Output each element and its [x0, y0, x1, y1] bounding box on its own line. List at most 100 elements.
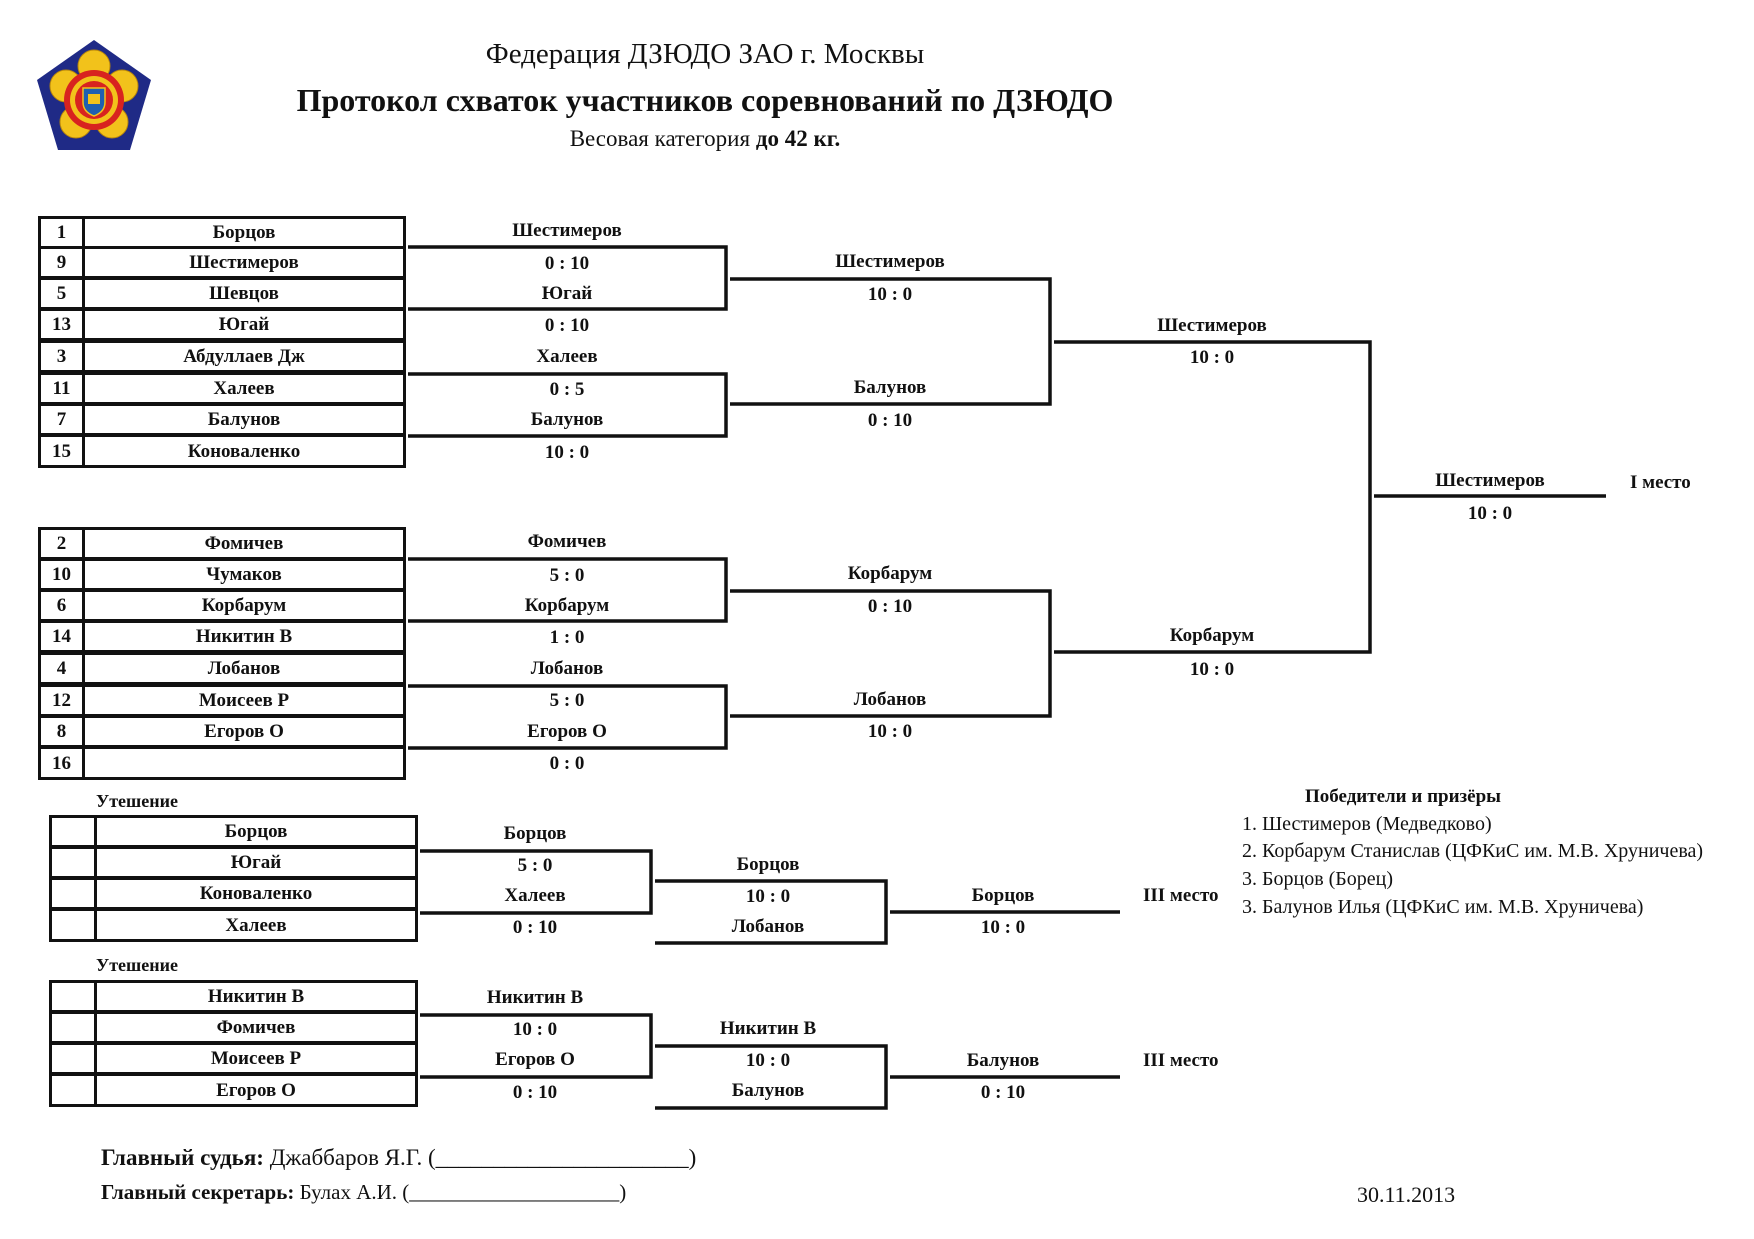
winner-entry: 2. Корбарум Станислав (ЦФКиС им. М.В. Хр…: [1242, 840, 1704, 862]
seed-cell: 14: [38, 620, 85, 653]
seed-cell: 11: [38, 372, 85, 405]
competitor-cell: Коноваленко: [82, 434, 406, 468]
seed-cell: 13: [38, 308, 85, 341]
match-winner: Фомичев: [527, 531, 607, 552]
competitor-cell: Югай: [82, 308, 406, 341]
winner-entry: 3. Борцов (Борец): [1242, 868, 1394, 890]
match-winner: Балунов: [853, 377, 927, 398]
match-winner: Егоров О: [527, 721, 607, 742]
competitor-cell: Лобанов: [82, 652, 406, 685]
match-score: 0 : 10: [512, 917, 558, 938]
seed-cell: 8: [38, 715, 85, 748]
competitor-cell: Корбарум: [82, 589, 406, 622]
seed-cell: 16: [38, 746, 85, 780]
match-winner: Егоров О: [495, 1049, 575, 1070]
seed-cell: 10: [38, 558, 85, 591]
match-winner: Шестимеров: [835, 251, 945, 272]
competitor-cell: Югай: [94, 846, 418, 879]
chief-judge: Главный судья: Джаббаров Я.Г. (_________…: [101, 1146, 696, 1169]
semifinal-score: 10 : 0: [1189, 659, 1235, 680]
seed-cell: 15: [38, 434, 85, 468]
match-score: 10 : 0: [745, 1050, 791, 1071]
consolation-label: Утешение: [96, 955, 178, 975]
semifinal-winner: Шестимеров: [1157, 315, 1267, 336]
seed-cell: 3: [38, 340, 85, 373]
seed-cell: 6: [38, 589, 85, 622]
match-score: 0 : 10: [867, 596, 913, 617]
seed-cell: 7: [38, 403, 85, 436]
match-winner: Корбарум: [847, 563, 933, 584]
champion-name: Шестимеров: [1435, 470, 1545, 491]
seed-cell: 1: [38, 216, 85, 249]
match-score: 10 : 0: [544, 442, 590, 463]
match-winner: Балунов: [530, 409, 604, 430]
competitor-cell: [82, 746, 406, 780]
final-score: 10 : 0: [1467, 503, 1513, 524]
third-place-label: III место: [1143, 885, 1219, 906]
seed-cell: 4: [38, 652, 85, 685]
weight-prefix: Весовая категория: [569, 126, 751, 151]
match-score: 5 : 0: [549, 690, 585, 711]
match-winner: Борцов: [736, 854, 800, 875]
blank-seed-cell: [49, 908, 97, 942]
page-title: Протокол схваток участников соревнований…: [296, 82, 1114, 118]
bronze-score: 10 : 0: [980, 917, 1026, 938]
competitor-cell: Шестимеров: [82, 246, 406, 279]
chief-secretary-value: Булах А.И. (____________________): [299, 1180, 627, 1204]
winners-title: Победители и призёры: [1304, 786, 1502, 807]
federation-title: Федерация ДЗЮДО ЗАО г. Москвы: [485, 38, 925, 70]
seed-cell: 9: [38, 246, 85, 279]
competitor-cell: Никитин В: [82, 620, 406, 653]
weight-category: Весовая категория до 42 кг.: [570, 127, 841, 150]
competitor-cell: Балунов: [82, 403, 406, 436]
protocol-date: 30.11.2013: [1357, 1182, 1456, 1207]
competitor-cell: Коноваленко: [94, 877, 418, 910]
match-score: 1 : 0: [549, 627, 585, 648]
competitor-cell: Борцов: [94, 815, 418, 848]
competitor-cell: Абдуллаев Дж: [82, 340, 406, 373]
match-score: 0 : 10: [544, 253, 590, 274]
third-place-label: III место: [1143, 1050, 1219, 1071]
first-place-label: I место: [1630, 472, 1691, 493]
match-winner: Балунов: [731, 1080, 805, 1101]
match-winner: Югай: [541, 283, 593, 304]
seed-cell: 12: [38, 684, 85, 717]
blank-seed-cell: [49, 846, 97, 879]
chief-secretary-label: Главный секретарь:: [101, 1180, 295, 1204]
bronze-score: 0 : 10: [980, 1082, 1026, 1103]
match-winner: Борцов: [503, 823, 567, 844]
chief-judge-value: Джаббаров Я.Г. (______________________): [269, 1145, 697, 1170]
competitor-cell: Моисеев Р: [94, 1042, 418, 1075]
competitor-cell: Егоров О: [82, 715, 406, 748]
semifinal-winner: Корбарум: [1169, 625, 1255, 646]
match-winner: Халеев: [536, 346, 598, 367]
competitor-cell: Фомичев: [82, 527, 406, 560]
match-winner: Лобанов: [853, 689, 927, 710]
bronze-winner: Борцов: [971, 885, 1035, 906]
competitor-cell: Никитин В: [94, 980, 418, 1013]
blank-seed-cell: [49, 1042, 97, 1075]
match-score: 0 : 5: [549, 379, 585, 400]
competitor-cell: Моисеев Р: [82, 684, 406, 717]
match-score: 10 : 0: [512, 1019, 558, 1040]
semifinal-score: 10 : 0: [1189, 347, 1235, 368]
match-score: 0 : 0: [549, 753, 585, 774]
weight-value: до 42 кг.: [755, 126, 841, 151]
seed-cell: 5: [38, 277, 85, 310]
bronze-winner: Балунов: [966, 1050, 1040, 1071]
blank-seed-cell: [49, 1011, 97, 1044]
seed-cell: 2: [38, 527, 85, 560]
blank-seed-cell: [49, 980, 97, 1013]
match-score: 0 : 10: [867, 410, 913, 431]
match-score: 5 : 0: [549, 565, 585, 586]
federation-logo: [34, 38, 154, 158]
match-score: 10 : 0: [867, 284, 913, 305]
competitor-cell: Егоров О: [94, 1073, 418, 1107]
match-winner: Халеев: [504, 885, 566, 906]
match-score: 5 : 0: [517, 855, 553, 876]
competitor-cell: Фомичев: [94, 1011, 418, 1044]
match-winner: Лобанов: [731, 916, 805, 937]
chief-secretary: Главный секретарь: Булах А.И. (_________…: [101, 1182, 626, 1203]
match-score: 0 : 10: [544, 315, 590, 336]
